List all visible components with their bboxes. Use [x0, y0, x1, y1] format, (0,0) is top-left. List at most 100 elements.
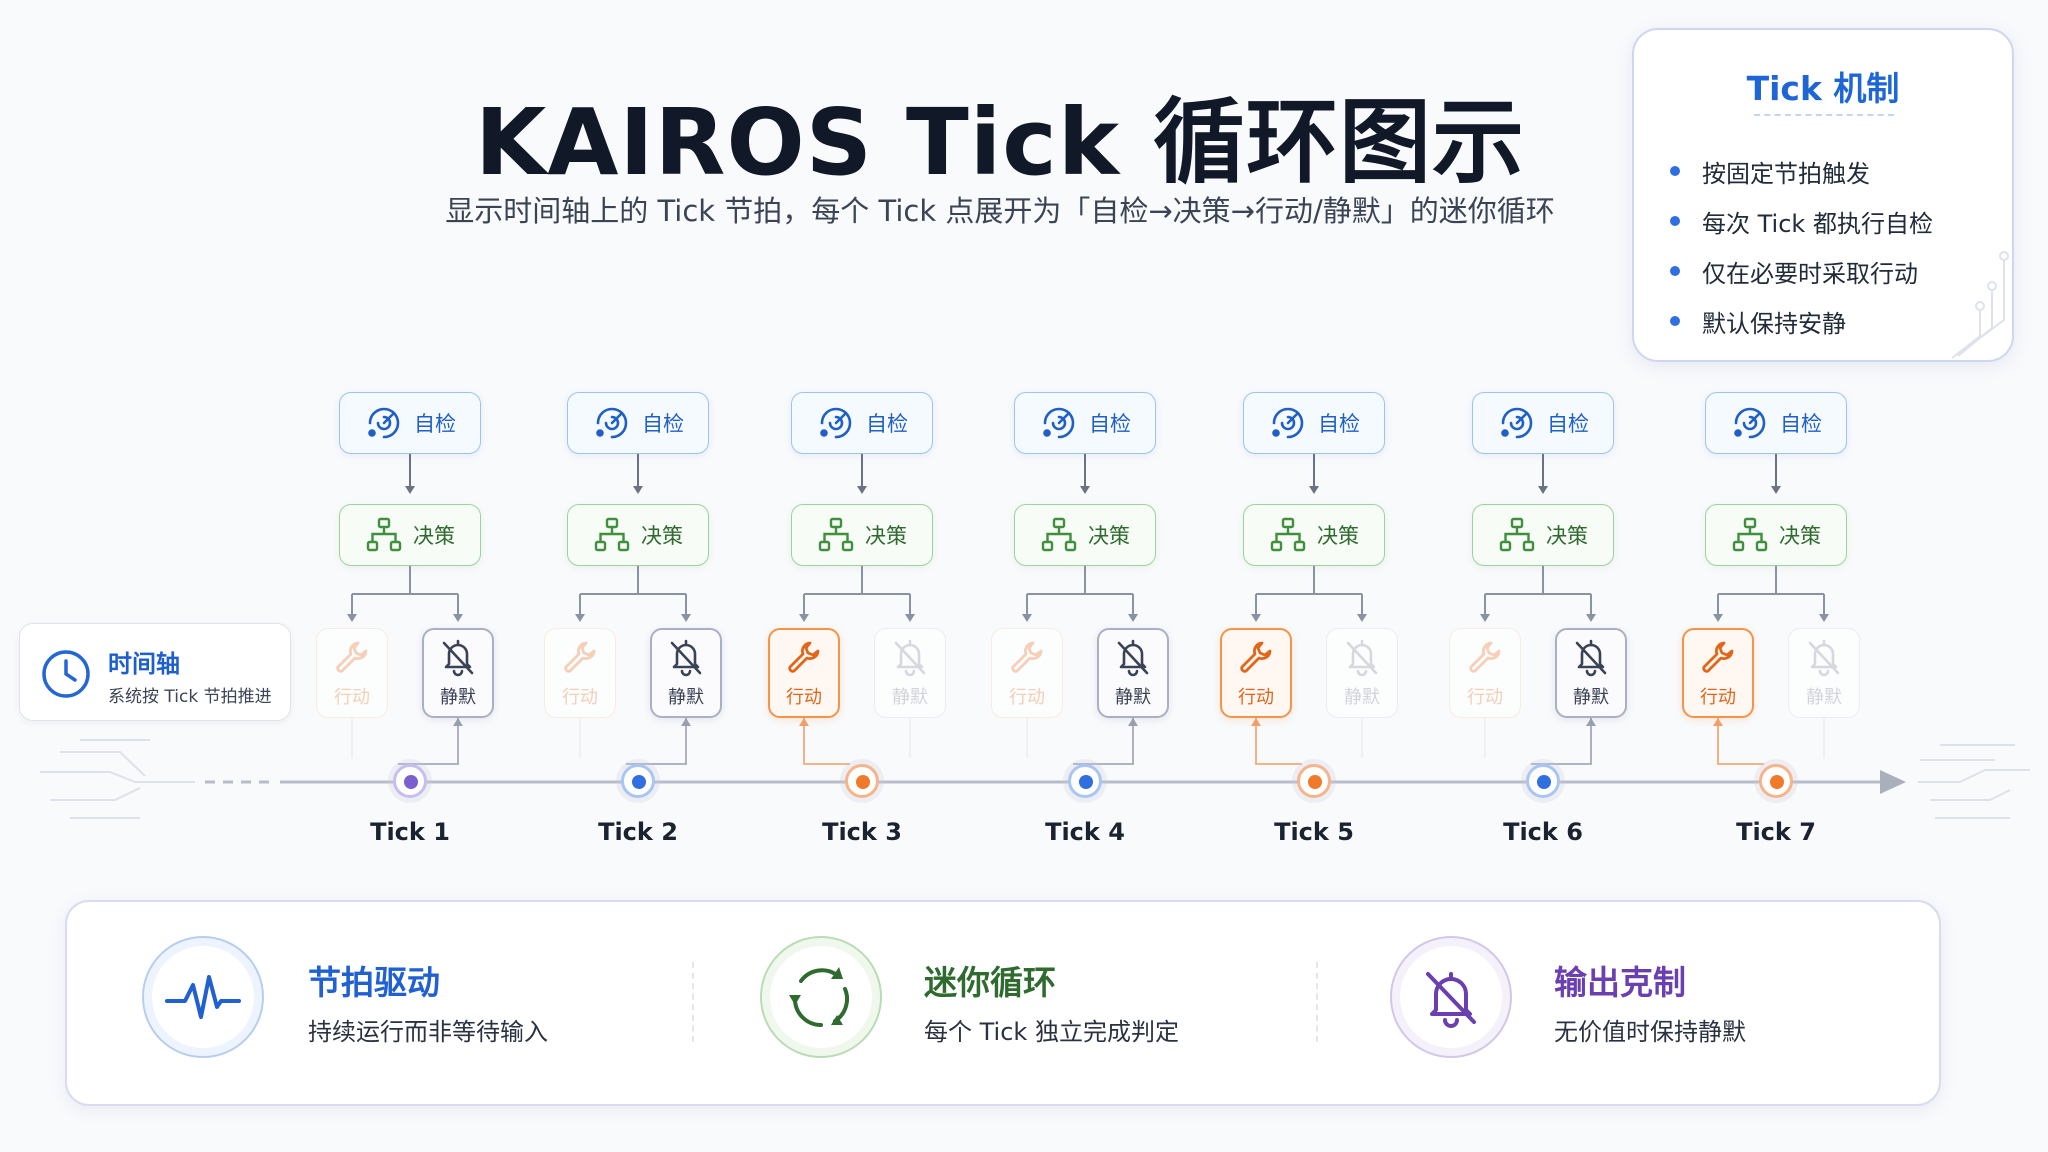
tick-marker-core [1079, 775, 1093, 789]
arrow-head-icon [1586, 718, 1596, 726]
info-item: 按固定节拍触发 [1670, 154, 1870, 188]
tick-marker-core [1537, 775, 1551, 789]
tick-marker [1759, 764, 1793, 798]
action-node: 行动 [1220, 628, 1292, 718]
arrow-head-icon [1357, 614, 1367, 622]
arrow-head-icon [799, 718, 809, 726]
self-check-node: 自检 [791, 392, 933, 454]
tick-marker [621, 764, 655, 798]
tick-marker-core [404, 775, 418, 789]
action-node: 行动 [544, 628, 616, 718]
feature-heartbeat-icon [142, 936, 264, 1058]
silent-label: 静默 [1573, 687, 1609, 708]
bullet-icon [1670, 166, 1680, 176]
connector-branch [1484, 566, 1592, 616]
bell-off-icon [442, 639, 474, 677]
arrow-head-icon [1586, 614, 1596, 622]
decision-node: 决策 [791, 504, 933, 566]
tick-label: Tick 4 [1045, 818, 1125, 846]
bell-off-icon [1426, 972, 1476, 1028]
arrow-head-icon [347, 614, 357, 622]
circuit-right-icon [1918, 744, 2030, 819]
decision-node: 决策 [567, 504, 709, 566]
arrow-head-icon [1309, 486, 1319, 494]
decision-tree-icon [366, 517, 402, 552]
self-check-node: 自检 [339, 392, 481, 454]
arrow-head-icon [1771, 486, 1781, 494]
action-label: 行动 [334, 687, 370, 708]
arrow-head-icon [1128, 614, 1138, 622]
silent-label: 静默 [1806, 687, 1842, 708]
feature-bell-off-icon [1390, 936, 1512, 1058]
feature-desc: 每个 Tick 独立完成判定 [924, 1018, 1179, 1046]
action-node: 行动 [316, 628, 388, 718]
arrow-head-icon [1480, 614, 1490, 622]
silent-node: 静默 [1326, 628, 1398, 718]
decision-label: 决策 [413, 524, 455, 548]
arrow-head-icon [857, 486, 867, 494]
connector-branch [1255, 566, 1363, 616]
self-check-label: 自检 [1780, 412, 1822, 436]
info-item: 默认保持安静 [1670, 304, 1846, 338]
info-item: 仅在必要时采取行动 [1670, 254, 1918, 288]
timeline-arrow-icon [1880, 770, 1906, 794]
circuit-left-icon [40, 739, 195, 819]
wrench-icon [1702, 641, 1734, 673]
self-check-icon [1501, 407, 1533, 439]
connector-branch [351, 566, 459, 616]
arrow-head-icon [1819, 614, 1829, 622]
timeline-legend-card: 时间轴 系统按 Tick 节拍推进 [19, 623, 291, 721]
connector-outcome-axis [626, 718, 687, 765]
bell-off-icon [1346, 639, 1378, 677]
self-check-node: 自检 [1243, 392, 1385, 454]
decision-label: 决策 [865, 524, 907, 548]
feature-desc: 无价值时保持静默 [1554, 1018, 1746, 1046]
wrench-icon [336, 641, 368, 673]
arrow-head-icon [681, 614, 691, 622]
arrow-head-icon [681, 718, 691, 726]
self-check-label: 自检 [1547, 412, 1589, 436]
connector-outcome-axis [1073, 718, 1134, 765]
feature-title: 迷你循环 [924, 963, 1056, 1002]
timeline-card-title: 时间轴 [108, 650, 180, 678]
tick-label: Tick 5 [1274, 818, 1354, 846]
bullet-icon [1670, 266, 1680, 276]
feature-title: 节拍驱动 [308, 963, 440, 1002]
decision-label: 决策 [1317, 524, 1359, 548]
tick-marker [1526, 764, 1560, 798]
tick-label: Tick 3 [822, 818, 902, 846]
bell-off-icon [1808, 639, 1840, 677]
tick-label: Tick 7 [1736, 818, 1816, 846]
self-check-icon [596, 407, 628, 439]
decision-tree-icon [1499, 517, 1535, 552]
action-label: 行动 [1009, 687, 1045, 708]
silent-node: 静默 [1788, 628, 1860, 718]
arrow-head-icon [1022, 614, 1032, 622]
tick-marker [1068, 764, 1102, 798]
wrench-icon [1011, 641, 1043, 673]
connector-outcome-axis [398, 718, 459, 765]
silent-label: 静默 [1115, 687, 1151, 708]
tick-mechanism-card: Tick 机制 按固定节拍触发 每次 Tick 都执行自检 仅在必要时采取行动 … [1632, 28, 2014, 362]
self-check-node: 自检 [567, 392, 709, 454]
self-check-icon [1272, 407, 1304, 439]
self-check-label: 自检 [414, 412, 456, 436]
decision-node: 决策 [339, 504, 481, 566]
connector-branch [803, 566, 911, 616]
connector-outcome-axis [1255, 718, 1302, 765]
silent-label: 静默 [892, 687, 928, 708]
connector-outcome-axis [803, 718, 850, 765]
info-item-label: 按固定节拍触发 [1702, 159, 1870, 188]
decision-label: 决策 [1088, 524, 1130, 548]
self-check-label: 自检 [1318, 412, 1360, 436]
info-card-title: Tick 机制 [1746, 69, 1900, 108]
silent-node: 静默 [1555, 628, 1627, 718]
arrow-head-icon [453, 614, 463, 622]
action-node: 行动 [1682, 628, 1754, 718]
wrench-icon [564, 641, 596, 673]
action-label: 行动 [1467, 687, 1503, 708]
tick-marker-core [632, 775, 646, 789]
arrow-head-icon [1251, 614, 1261, 622]
bullet-icon [1670, 216, 1680, 226]
decision-tree-icon [1270, 517, 1306, 552]
